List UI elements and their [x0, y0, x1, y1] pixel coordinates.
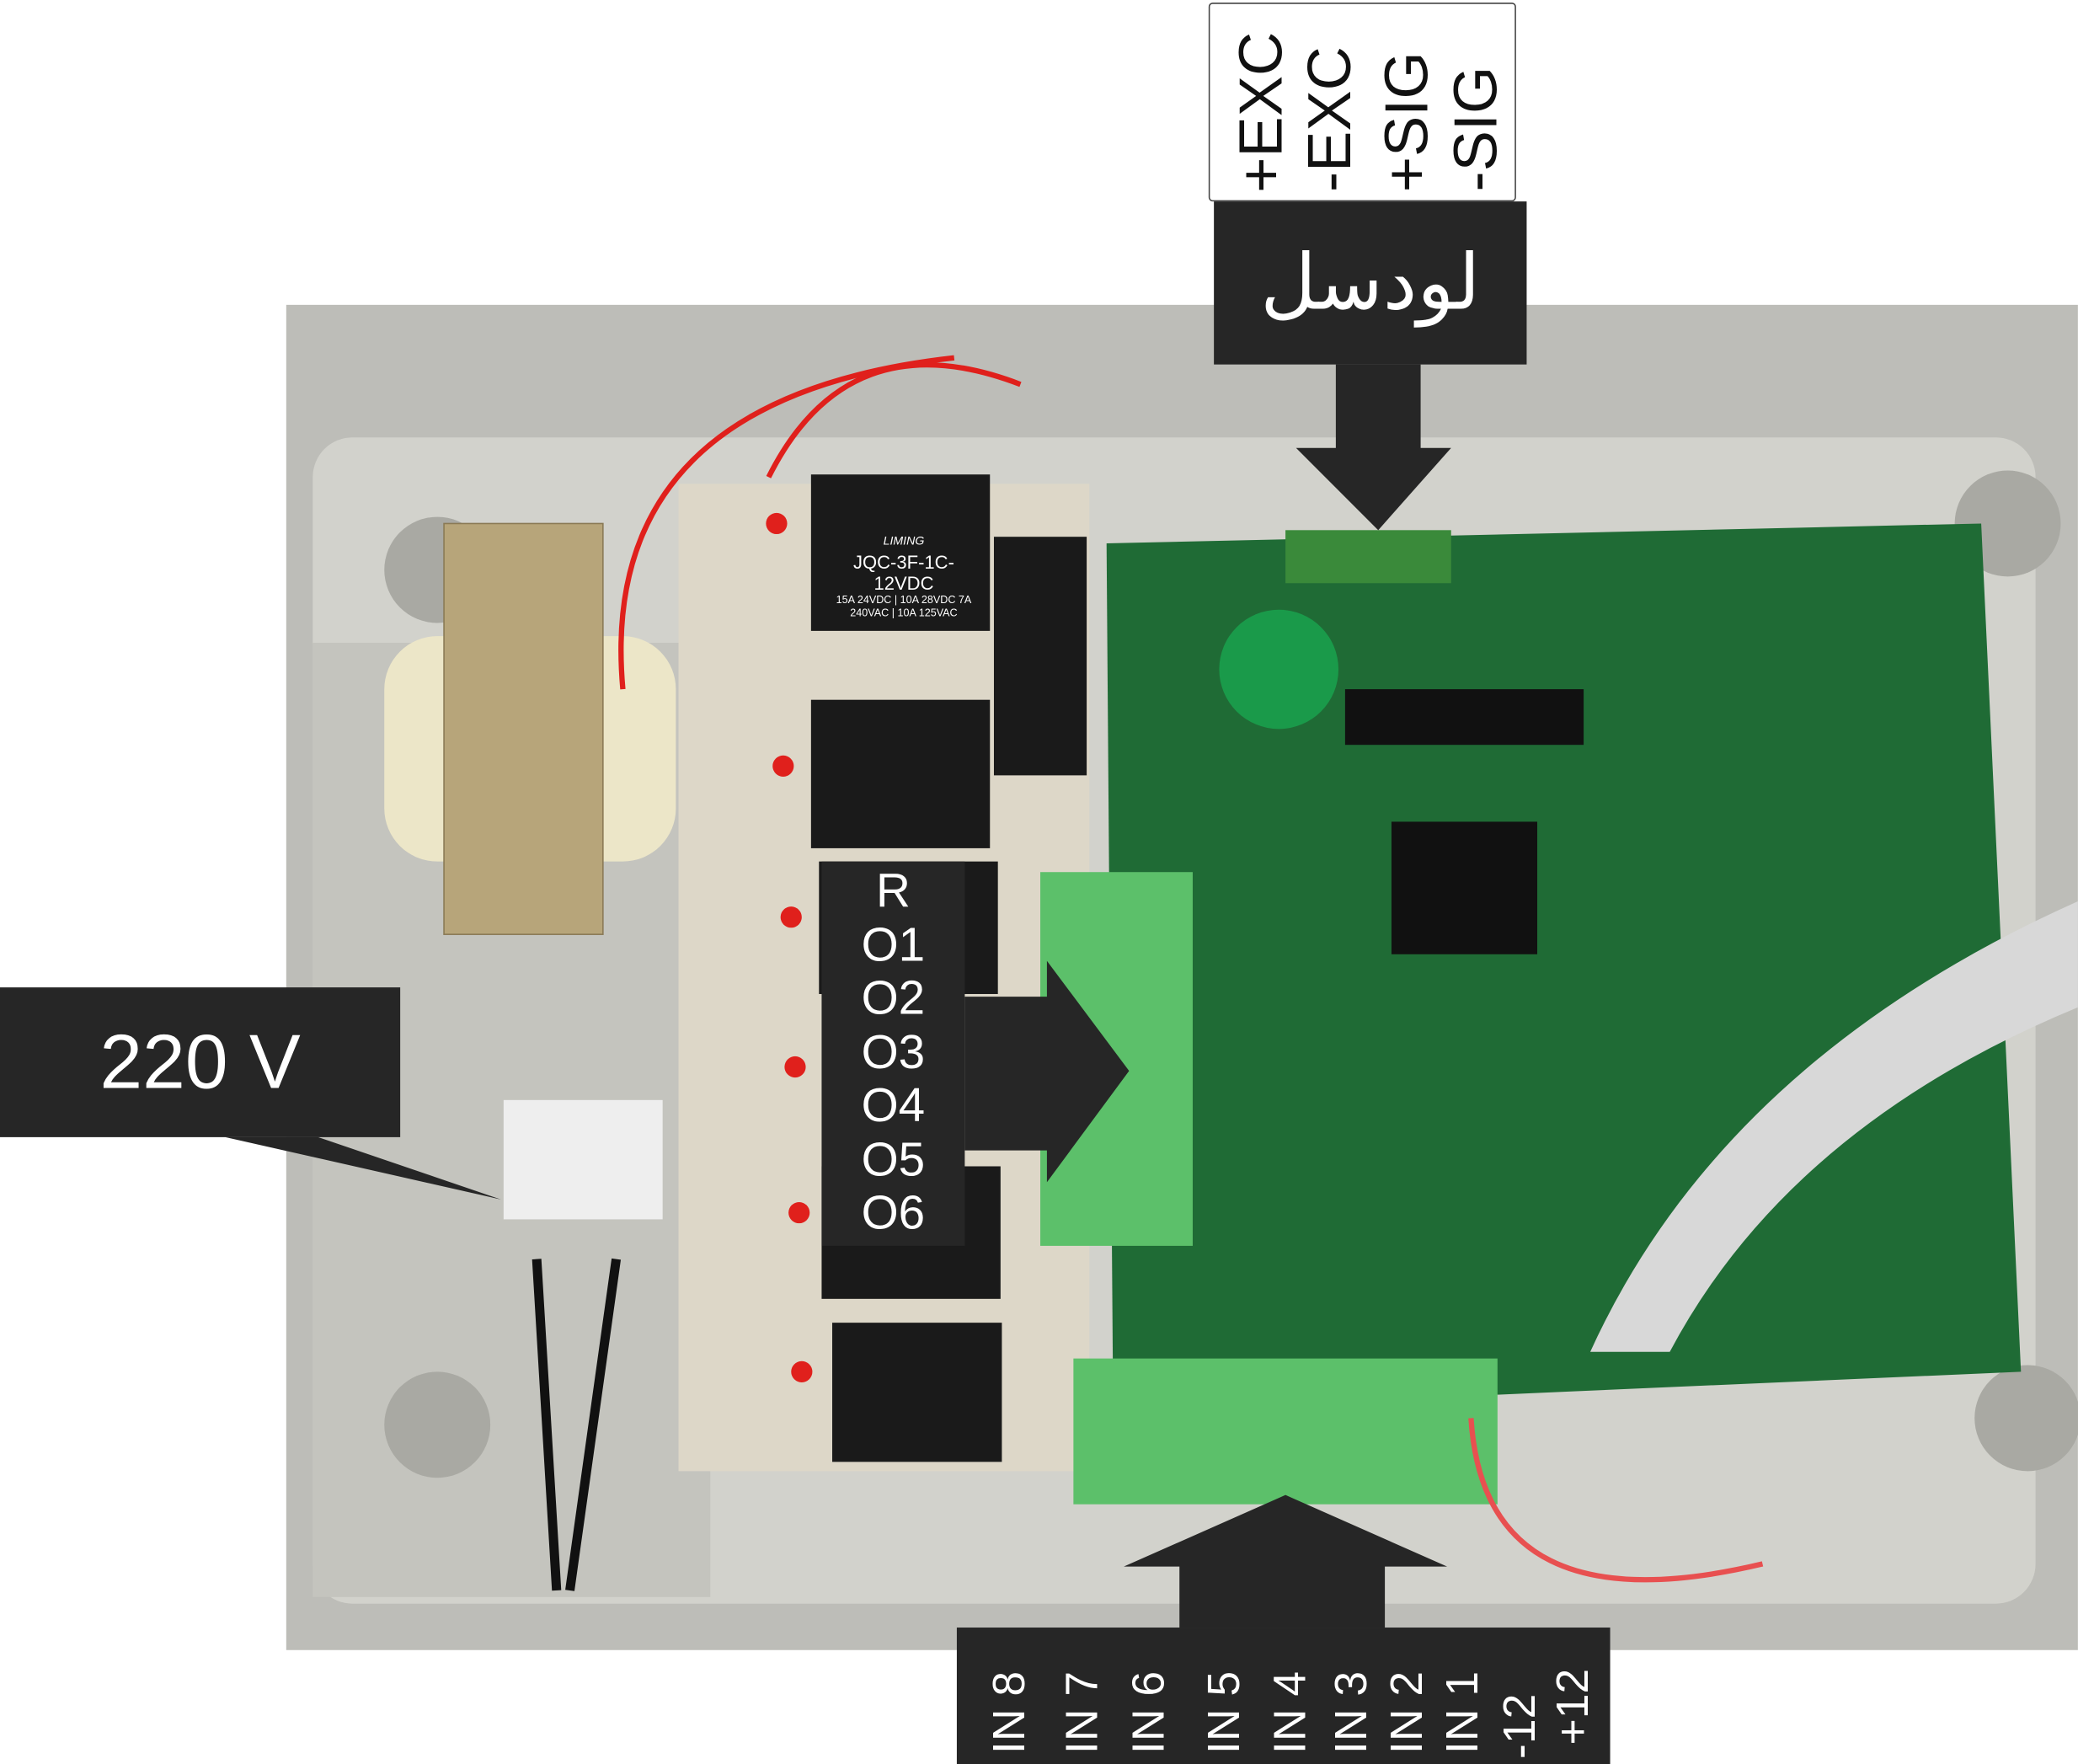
relay-brand: LIMING	[883, 534, 925, 548]
input-labels: IN 8 IN 7 IN 6 IN 5 IN 4 IN 3 IN 2 IN 1 …	[956, 1628, 1611, 1764]
relay-model: JQC-3F-1C-12VDC	[853, 551, 954, 594]
input-label: IN 1	[1438, 1670, 1488, 1754]
output-label: O3	[861, 1024, 926, 1078]
output-label: O4	[861, 1077, 926, 1132]
pin-label: +SIG	[1371, 51, 1441, 193]
output-labels: R O1 O2 O3 O4 O5 O6	[821, 861, 965, 1246]
pin-label: +EXC	[1226, 31, 1295, 193]
output-label: O6	[861, 1184, 926, 1240]
output-label: O1	[861, 916, 926, 971]
input-terminal-block	[1073, 1358, 1498, 1505]
transformer	[384, 522, 676, 935]
relay-ratings: 15A 24VDC | 10A 28VDC 7A 240VAC | 10A 12…	[836, 593, 972, 619]
output-label: O5	[861, 1131, 926, 1186]
ribbon-cable	[1589, 901, 2078, 1352]
input-label: IN 7	[1057, 1670, 1108, 1754]
output-label: R	[875, 863, 911, 917]
relay-label: LIMING JQC-3F-1C-12VDC 15A 24VDC | 10A 2…	[825, 530, 984, 620]
power-connector	[503, 1099, 663, 1220]
loadcell-terminal	[1285, 530, 1451, 584]
input-label: IN 4	[1265, 1670, 1317, 1754]
pin-label: -EXC	[1295, 46, 1364, 193]
power-label: 220 V	[0, 987, 401, 1137]
main-pcb	[1106, 523, 2022, 1412]
input-label: IN 8	[984, 1670, 1035, 1754]
input-label: IN 3	[1326, 1670, 1377, 1754]
output-label: O2	[861, 970, 926, 1025]
input-label: IN 2	[1381, 1670, 1433, 1754]
outputs-arrow	[964, 960, 1130, 1183]
loadcell-arrow	[1295, 364, 1451, 531]
loadcell-title: لودسل	[1214, 201, 1527, 365]
inputs-arrow	[1124, 1494, 1448, 1628]
input-label: -12	[1494, 1693, 1546, 1759]
pin-label: -SIG	[1440, 67, 1509, 193]
input-label: +12	[1547, 1669, 1599, 1746]
loadcell-pin-labels: +EXC -EXC +SIG -SIG	[1208, 3, 1516, 202]
input-label: IN 5	[1199, 1670, 1250, 1754]
input-label: IN 6	[1124, 1670, 1174, 1754]
